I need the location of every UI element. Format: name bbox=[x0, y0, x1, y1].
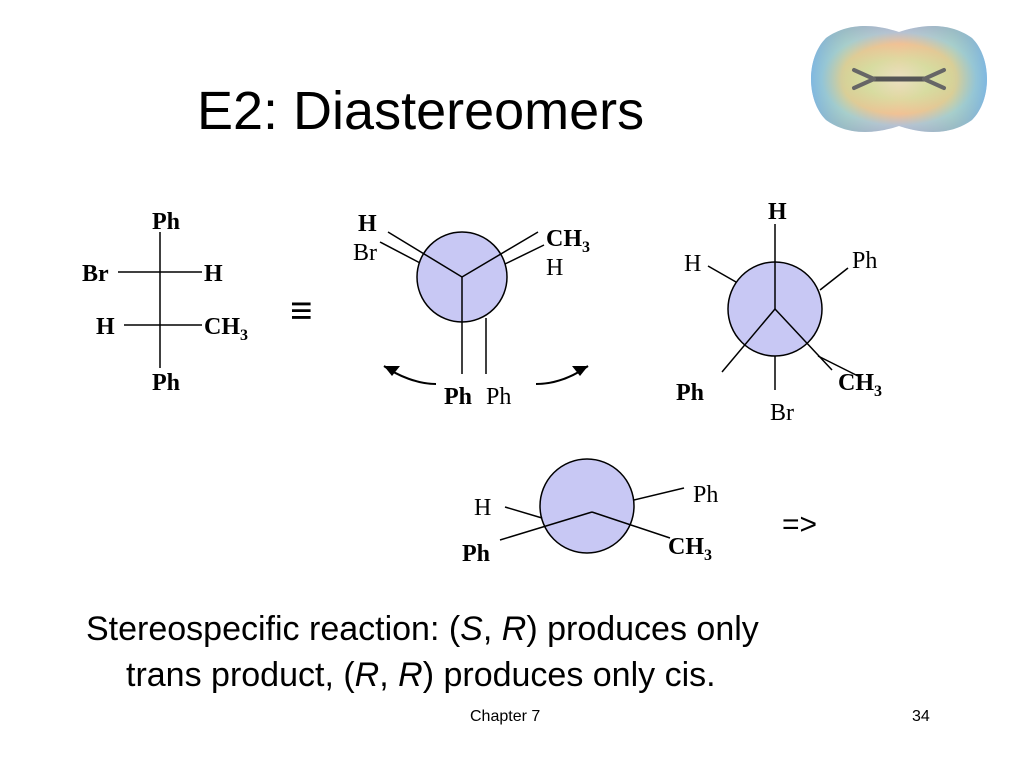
footer-chapter: Chapter 7 bbox=[470, 708, 541, 725]
fischer-right2-label: CH3 bbox=[204, 314, 248, 344]
newman1-back-upper-right-label: H bbox=[546, 255, 563, 281]
fischer-top-label: Ph bbox=[152, 209, 180, 235]
newman2-upper-left-label: H bbox=[684, 251, 701, 277]
newman-projection-eclipsed: H Br CH3 H Ph Ph bbox=[353, 211, 590, 410]
body-line-1: Stereospecific reaction: (S, R) produces… bbox=[86, 610, 759, 648]
slide-title: E2: Diastereomers bbox=[197, 81, 645, 141]
implies-arrow-label: => bbox=[782, 508, 817, 541]
footer-page-number: 34 bbox=[912, 708, 930, 725]
electrostatic-potential-map-image bbox=[811, 26, 987, 132]
newman1-front-upper-left-label: H bbox=[358, 211, 377, 237]
newman2-lower-right-label: CH3 bbox=[838, 370, 882, 400]
newman-projection-anti: H H Ph Ph CH3 Br bbox=[676, 199, 882, 426]
newman3-lower-left-label: Ph bbox=[462, 541, 490, 567]
newman2-bottom-label: Br bbox=[770, 400, 794, 426]
fischer-right1-label: H bbox=[204, 261, 223, 287]
body-text: Stereospecific reaction: (S, R) produces… bbox=[86, 606, 759, 698]
fischer-projection: Ph Br H H CH3 Ph bbox=[82, 209, 248, 396]
newman3-lower-right-label: CH3 bbox=[668, 534, 712, 564]
newman2-upper-right-label: Ph bbox=[852, 248, 877, 274]
equivalence-symbol: ≡ bbox=[290, 288, 313, 333]
newman1-back-upper-left-label: Br bbox=[353, 240, 377, 266]
newman-projection-product: H Ph Ph CH3 bbox=[462, 458, 718, 567]
newman1-front-bottom-label: Ph bbox=[444, 384, 472, 410]
fischer-bottom-label: Ph bbox=[152, 370, 180, 396]
body-line-2: trans product, (R, R) produces only cis. bbox=[126, 656, 716, 694]
newman1-back-bottom-label: Ph bbox=[486, 384, 511, 410]
fischer-left2-label: H bbox=[96, 314, 115, 340]
newman1-front-upper-right-label: CH3 bbox=[546, 226, 590, 256]
newman3-upper-right-label: Ph bbox=[693, 482, 718, 508]
newman2-top-label: H bbox=[768, 199, 787, 225]
fischer-left1-label: Br bbox=[82, 261, 109, 287]
newman2-lower-left-label: Ph bbox=[676, 380, 704, 406]
newman3-left-label: H bbox=[474, 495, 491, 521]
